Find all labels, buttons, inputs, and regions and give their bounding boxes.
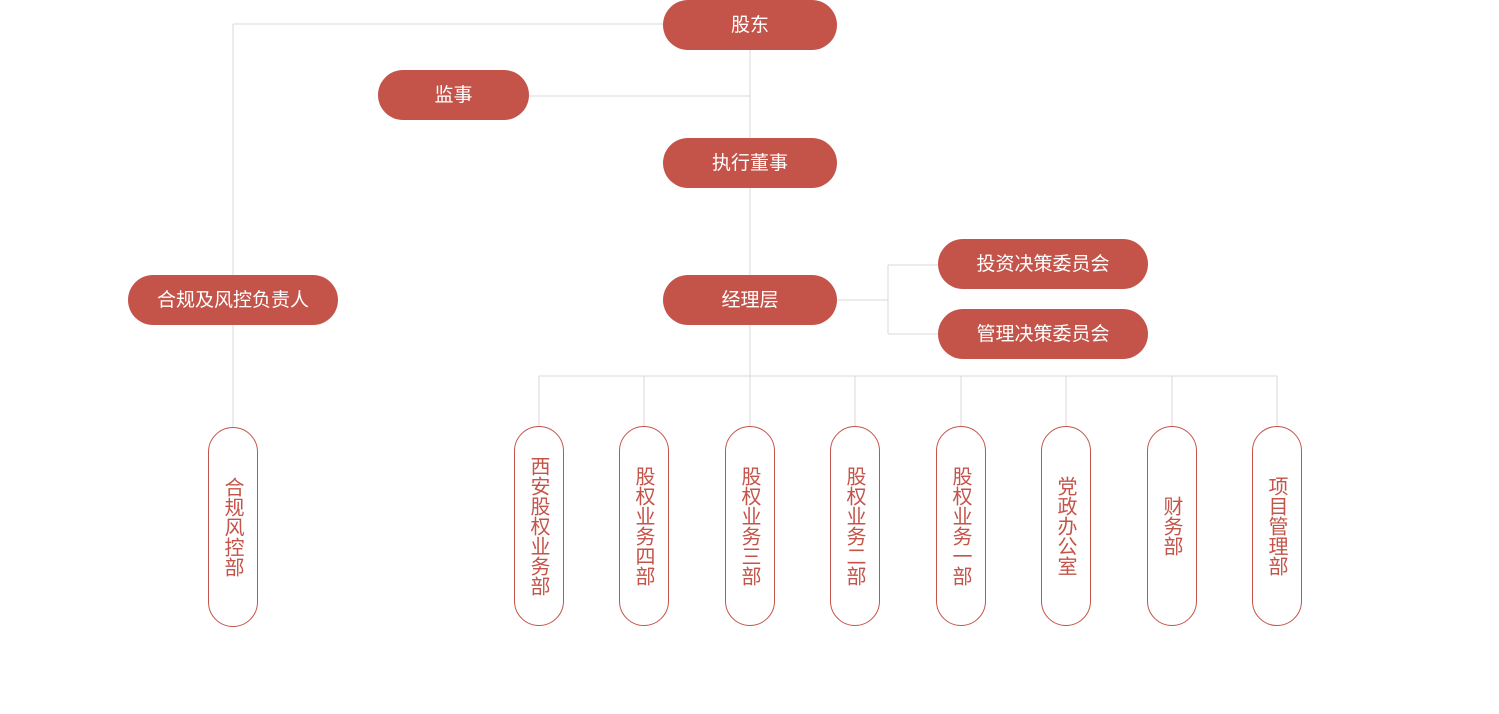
node-label: 合规及风控负责人 bbox=[156, 288, 309, 311]
node-investment-committee: 投资决策委员会 bbox=[938, 239, 1148, 289]
node-label: 管理决策委员会 bbox=[976, 322, 1110, 345]
node-supervisor: 监事 bbox=[378, 70, 529, 120]
dept-label: 党政办公室 bbox=[1054, 476, 1078, 576]
dept-equity-4: 股权业务四部 bbox=[619, 426, 669, 626]
dept-label: 股权业务四部 bbox=[632, 466, 656, 586]
dept-xian-equity: 西安股权业务部 bbox=[514, 426, 564, 626]
node-shareholders: 股东 bbox=[663, 0, 837, 50]
dept-equity-1: 股权业务一部 bbox=[936, 426, 986, 626]
node-management-committee: 管理决策委员会 bbox=[938, 309, 1148, 359]
dept-compliance: 合规风控部 bbox=[208, 427, 258, 627]
node-label: 投资决策委员会 bbox=[976, 252, 1110, 275]
edge-arc-decoration bbox=[1492, 400, 1499, 430]
dept-finance: 财务部 bbox=[1147, 426, 1197, 626]
dept-label: 股权业务一部 bbox=[949, 466, 973, 586]
node-label: 监事 bbox=[434, 83, 473, 106]
dept-party-office: 党政办公室 bbox=[1041, 426, 1091, 626]
node-executive-director: 执行董事 bbox=[663, 138, 837, 188]
dept-label: 股权业务二部 bbox=[843, 466, 867, 586]
node-compliance-officer: 合规及风控负责人 bbox=[128, 275, 338, 325]
dept-label: 财务部 bbox=[1160, 496, 1184, 556]
node-label: 经理层 bbox=[721, 288, 779, 311]
node-label: 股东 bbox=[730, 13, 769, 36]
dept-label: 合规风控部 bbox=[221, 477, 245, 577]
dept-label: 股权业务三部 bbox=[738, 466, 762, 586]
dept-equity-2: 股权业务二部 bbox=[830, 426, 880, 626]
dept-label: 项目管理部 bbox=[1265, 476, 1289, 576]
dept-label: 西安股权业务部 bbox=[527, 456, 551, 596]
dept-project-mgmt: 项目管理部 bbox=[1252, 426, 1302, 626]
node-label: 执行董事 bbox=[711, 151, 788, 174]
dept-equity-3: 股权业务三部 bbox=[725, 426, 775, 626]
node-management: 经理层 bbox=[663, 275, 837, 325]
